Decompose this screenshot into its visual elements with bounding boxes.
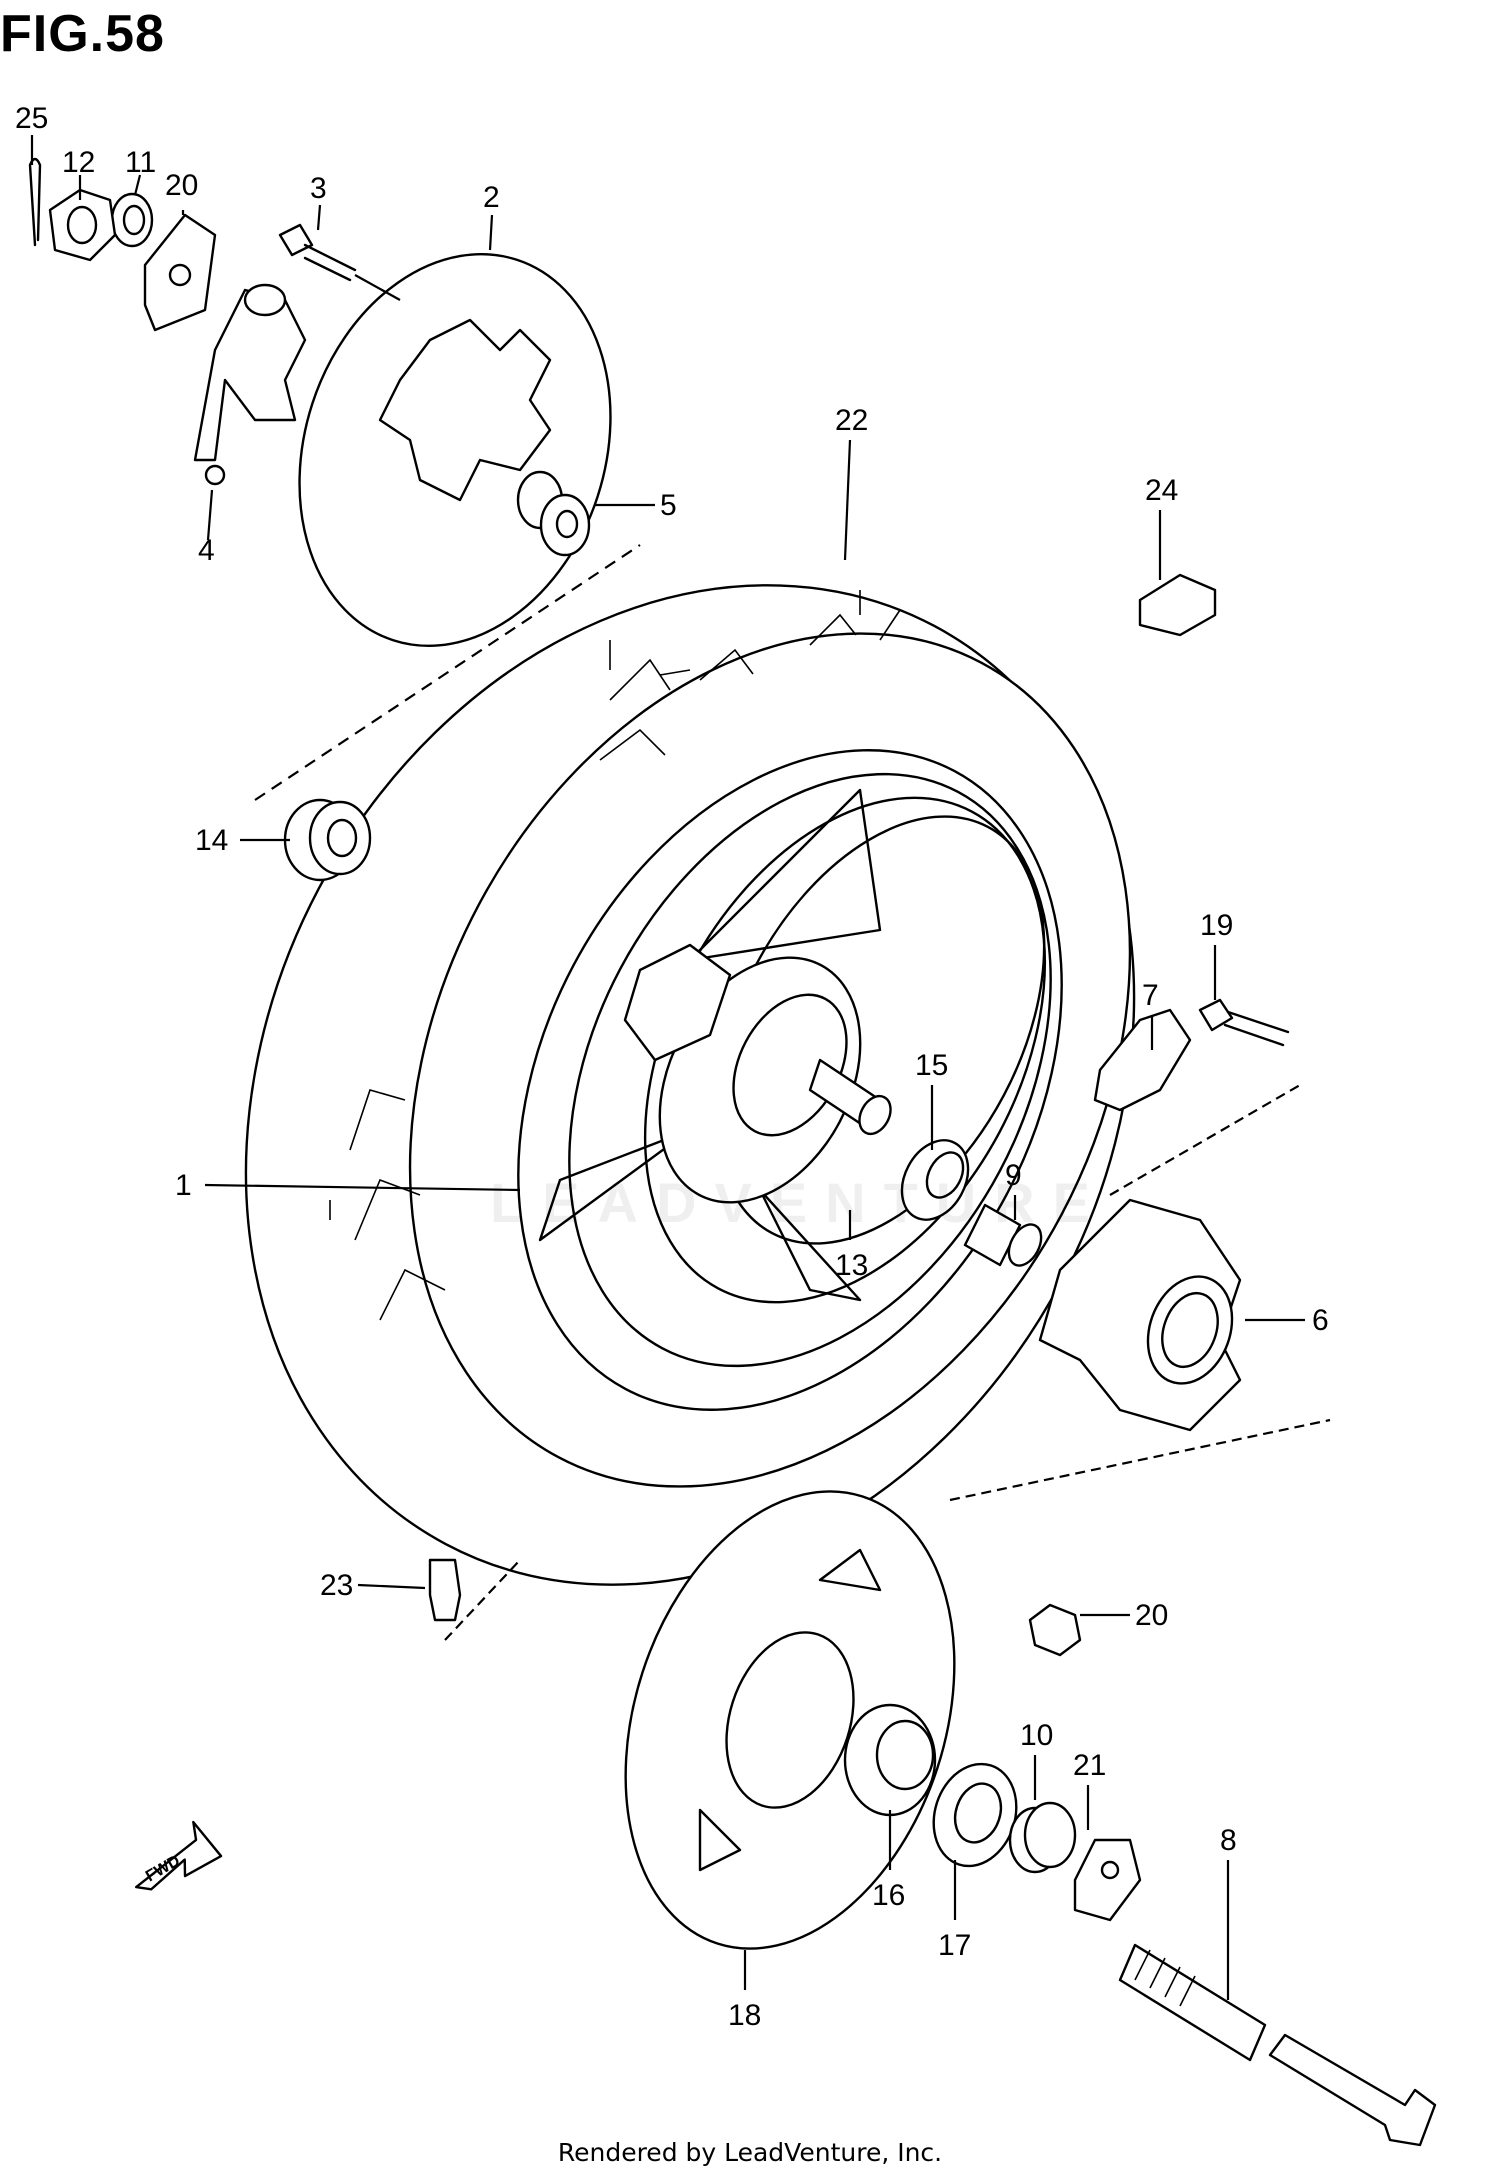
- callout-14: 14: [195, 824, 228, 857]
- disc-bolt-3[interactable]: [278, 223, 357, 282]
- balancer-24[interactable]: [1138, 573, 1217, 637]
- callout-labels: 25 12 11 20 3 2 4 5 22 24 14 19 7 15 9 1…: [15, 102, 1329, 2032]
- brake-disc[interactable]: [251, 213, 660, 686]
- callout-5: 5: [660, 489, 677, 522]
- bearing-16[interactable]: [843, 1703, 937, 1817]
- chain-adjuster-21[interactable]: [1073, 1838, 1142, 1922]
- callout-18: 18: [728, 1999, 761, 2032]
- callout-11: 11: [125, 146, 156, 179]
- callout-8: 8: [1220, 1824, 1237, 1857]
- bearing-14[interactable]: [283, 798, 372, 882]
- valve-23[interactable]: [428, 1558, 462, 1622]
- hub-spacer-13[interactable]: [808, 1058, 897, 1139]
- footer-credit: Rendered by LeadVenture, Inc.: [557, 2138, 943, 2167]
- forward-arrow-icon: FWD: [134, 1820, 223, 1891]
- callout-2: 2: [483, 181, 500, 214]
- callout-7: 7: [1142, 979, 1159, 1012]
- callout-4: 4: [198, 534, 215, 567]
- axle-8[interactable]: [1118, 1943, 1437, 2147]
- spacer-10[interactable]: [1008, 1801, 1077, 1874]
- callout-13: 13: [835, 1249, 868, 1282]
- callout-25: 25: [15, 102, 48, 135]
- axle-nut-12[interactable]: [48, 188, 117, 262]
- torque-link[interactable]: [193, 283, 307, 486]
- callout-15: 15: [915, 1049, 948, 1082]
- figure-title: FIG.58: [0, 5, 165, 63]
- callout-22: 22: [835, 404, 868, 437]
- callout-10: 10: [1020, 1719, 1053, 1752]
- washer-11[interactable]: [110, 192, 154, 248]
- nut-20[interactable]: [1028, 1603, 1082, 1657]
- chain-guide-7[interactable]: [1093, 1008, 1192, 1112]
- leader-lines: [30, 135, 1331, 2000]
- bearing-15[interactable]: [889, 1129, 981, 1231]
- callout-9: 9: [1005, 1159, 1022, 1192]
- adjuster-plate-20[interactable]: [143, 213, 217, 332]
- callout-21: 21: [1073, 1749, 1106, 1782]
- callout-17: 17: [938, 1929, 971, 1962]
- callout-20-bottom: 20: [1135, 1599, 1168, 1632]
- cotter-pin-25[interactable]: [28, 157, 42, 247]
- rim[interactable]: [409, 656, 1170, 1504]
- sprocket-hub[interactable]: [1038, 1198, 1246, 1432]
- callout-16: 16: [872, 1879, 905, 1912]
- watermark: LEADVENTURE: [490, 1171, 1109, 1234]
- spacer-9[interactable]: [963, 1203, 1048, 1271]
- callout-6: 6: [1312, 1304, 1329, 1337]
- callout-23: 23: [320, 1569, 353, 1602]
- callout-12: 12: [62, 146, 95, 179]
- sprocket-18[interactable]: [570, 1449, 1010, 1992]
- spacer-5[interactable]: [516, 470, 591, 557]
- callout-19: 19: [1200, 909, 1233, 942]
- callout-1: 1: [175, 1169, 192, 1202]
- callout-3: 3: [310, 172, 327, 205]
- callout-24: 24: [1145, 474, 1178, 507]
- bolt-19[interactable]: [1198, 998, 1290, 1047]
- callout-20-top: 20: [165, 169, 198, 202]
